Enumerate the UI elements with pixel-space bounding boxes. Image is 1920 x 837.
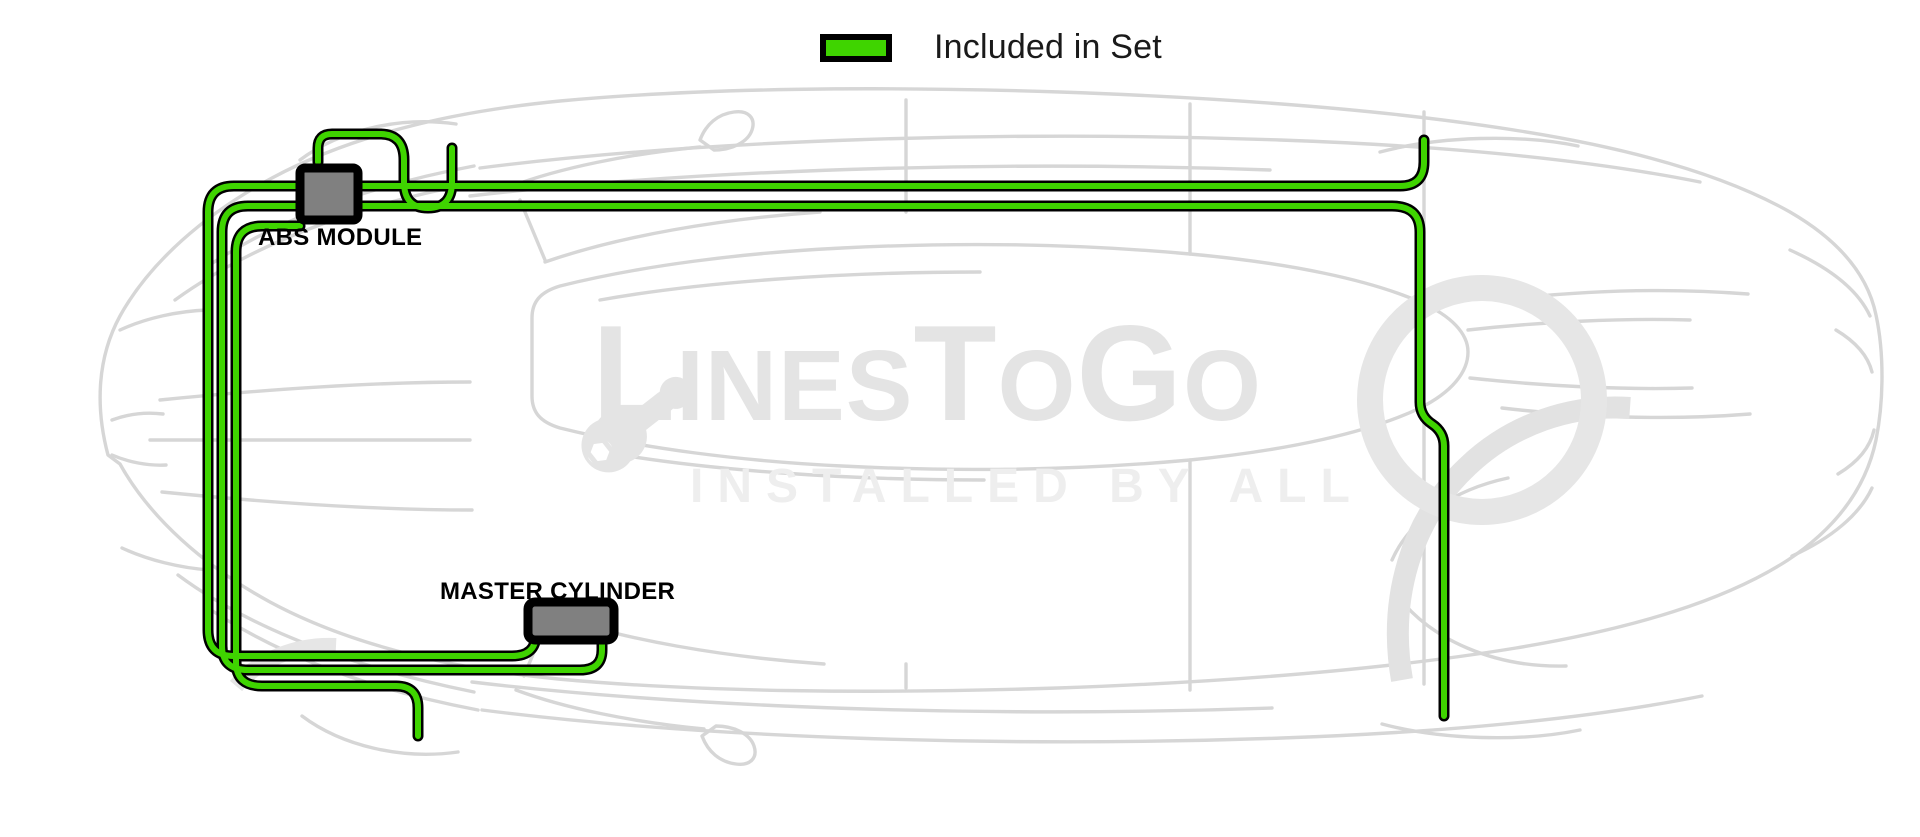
legend: Included in Set xyxy=(820,28,1162,67)
brake-lines-core xyxy=(205,131,1447,739)
abs-module[interactable] xyxy=(295,163,363,225)
svg-text:LINESTOGO: LINESTOGO xyxy=(592,297,1262,449)
green-line-swatch-icon xyxy=(820,33,892,62)
master-cylinder[interactable] xyxy=(523,597,619,645)
svg-text:INSTALLED BY ALL: INSTALLED BY ALL xyxy=(690,460,1364,513)
abs-module-label: ABS MODULE xyxy=(258,224,423,251)
rear-wheel-shading xyxy=(1386,396,1631,682)
watermark: LINESTOGO INSTALLED BY ALL xyxy=(581,275,1607,525)
legend-label: Included in Set xyxy=(934,28,1162,66)
master-cylinder-label: MASTER CYLINDER xyxy=(440,578,676,605)
